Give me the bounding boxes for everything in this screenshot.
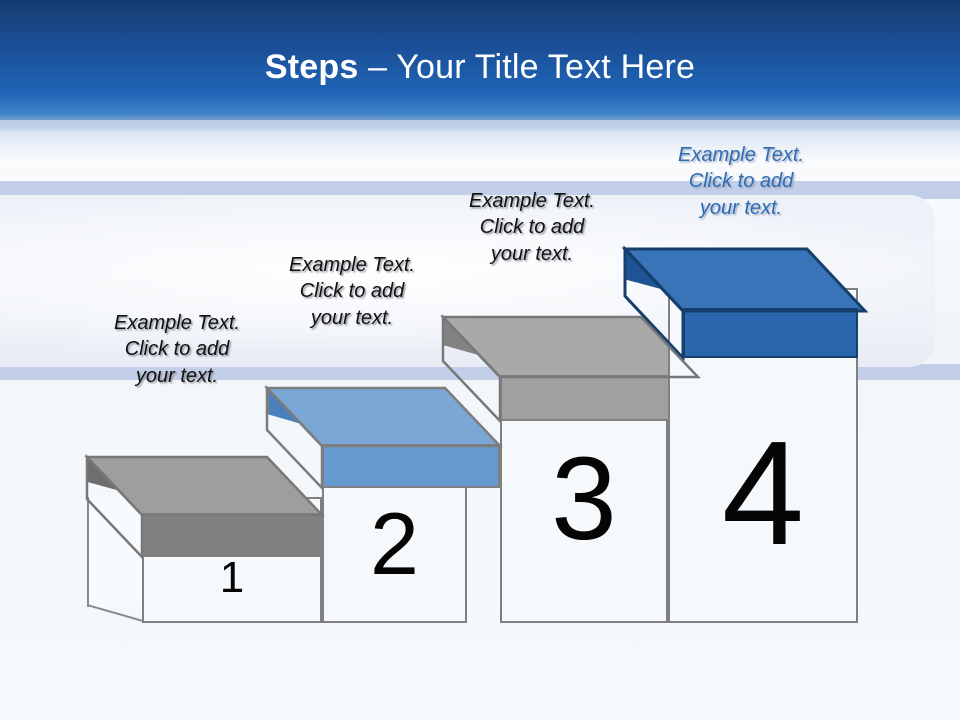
step-3-label: Example Text. Click to add your text. xyxy=(469,190,595,265)
header-banner-fade xyxy=(0,120,960,160)
step-1-label: Example Text. Click to add your text. xyxy=(114,312,240,387)
step-4-slab-top-face xyxy=(625,249,865,311)
step-1-number: 1 xyxy=(219,553,245,602)
step-4-slab-front-face xyxy=(683,308,858,358)
step-2-slab-top-face xyxy=(267,388,500,446)
step-4-label: Example Text. Click to add your text. xyxy=(678,144,804,219)
step-1-pedestal-side xyxy=(87,497,143,607)
step-2-slab-front-face xyxy=(322,444,500,488)
step-1-slab-front-face xyxy=(142,513,322,557)
page-title-strong: Steps xyxy=(264,48,359,86)
page-title-rest: – Your Title Text Here xyxy=(358,48,696,86)
header-banner xyxy=(0,0,960,132)
background-band-upper xyxy=(0,181,960,199)
step-2-label: Example Text. Click to add your text. xyxy=(289,254,415,329)
step-3-number: 3 xyxy=(551,433,617,565)
step-2-number: 2 xyxy=(370,494,419,593)
step-4-number: 4 xyxy=(721,411,805,576)
page-title: Steps – Your Title Text Here xyxy=(0,48,960,87)
step-3-slab-top-face xyxy=(443,317,698,377)
